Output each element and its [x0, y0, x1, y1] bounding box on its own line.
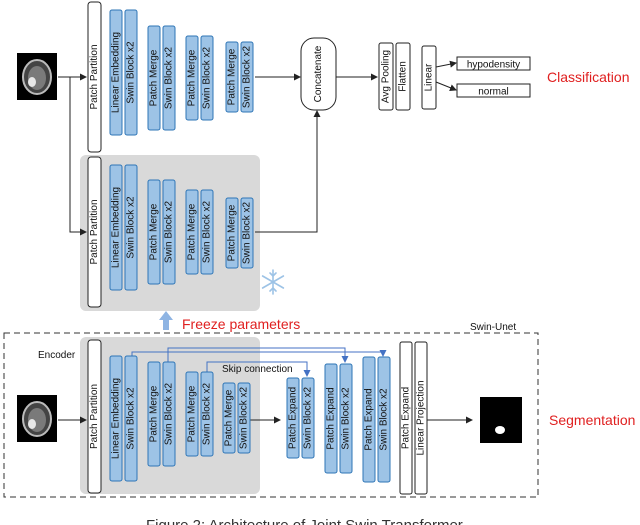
swin-block-top-3-label: Swin Block x2 — [202, 46, 213, 109]
swin-block-top-2-label: Swin Block x2 — [164, 46, 175, 109]
freeze-arrow-icon — [159, 311, 173, 330]
patch-partition-top — [87, 1, 102, 153]
patch-partition-top-label: Patch Partition — [89, 44, 100, 109]
patch-merge-bottom-2-label: Patch Merge — [187, 385, 198, 442]
input-ct-image-top — [17, 53, 57, 100]
swin-block-middle-1 — [124, 164, 138, 291]
patch-merge-bottom-3-label: Patch Merge — [224, 389, 235, 446]
swin-block-bottom-3 — [200, 371, 214, 457]
patch-expand-decoder-3 — [362, 356, 376, 483]
figure-caption: Figure 2: Architecture of Joint Swin Tra… — [146, 517, 463, 525]
swin-unet-label: Swin-Unet — [470, 322, 516, 333]
swin-block-bottom-3-label: Swin Block x2 — [202, 382, 213, 445]
linear-embedding-top — [109, 9, 123, 136]
linear-label: Linear — [424, 63, 435, 91]
swin-unet-dashed-frame — [3, 332, 539, 498]
swin-block-bottom-1 — [124, 355, 138, 482]
swin-block-bottom-2-label: Swin Block x2 — [164, 382, 175, 445]
linear-block — [421, 45, 437, 110]
patch-expand-decoder-2 — [324, 363, 338, 474]
patch-partition-bottom-label: Patch Partition — [89, 384, 100, 449]
patch-merge-top-1-label: Patch Merge — [149, 49, 160, 106]
flatten-label: Flatten — [398, 61, 409, 92]
swin-block-top-1-label: Swin Block x2 — [126, 41, 137, 104]
freeze-parameters-label: Freeze parameters — [182, 316, 300, 332]
hypodensity-output-label: hypodensity — [467, 60, 520, 71]
patch-merge-top-2 — [185, 35, 199, 121]
linear-embedding-bottom-label: Linear Embedding — [111, 378, 122, 459]
patch-expand-final-label: Patch Expand — [401, 387, 412, 449]
swin-block-bottom-4 — [237, 382, 251, 454]
swin-block-top-2 — [162, 25, 176, 131]
swin-block-middle-4-label: Swin Block x2 — [242, 201, 253, 264]
normal-output-box — [456, 83, 531, 98]
patch-expand-decoder-2-label: Patch Expand — [326, 387, 337, 449]
patch-merge-top-1 — [147, 25, 161, 131]
linear-embedding-top-label: Linear Embedding — [111, 32, 122, 113]
patch-partition-bottom — [87, 339, 102, 494]
patch-merge-middle-2 — [185, 189, 199, 275]
patch-merge-middle-1 — [147, 179, 161, 285]
swin-block-middle-1-label: Swin Block x2 — [126, 196, 137, 259]
swin-block-decoder-2 — [339, 363, 353, 474]
patch-merge-top-2-label: Patch Merge — [187, 49, 198, 106]
patch-merge-bottom-2 — [185, 371, 199, 457]
encoder-label: Encoder — [38, 350, 76, 361]
swin-block-top-4-label: Swin Block x2 — [242, 45, 253, 108]
linear-projection-label: Linear Projection — [416, 380, 427, 455]
patch-expand-decoder-1-label: Patch Expand — [288, 387, 299, 449]
avg-pooling-block — [378, 42, 394, 111]
swin-block-middle-3-label: Swin Block x2 — [202, 200, 213, 263]
swin-block-decoder-1-label: Swin Block x2 — [303, 386, 314, 449]
snowflake-icon — [261, 269, 285, 295]
swin-block-top-3 — [200, 35, 214, 121]
linear-embedding-middle-label: Linear Embedding — [111, 187, 122, 268]
swin-block-middle-3 — [200, 189, 214, 275]
swin-block-bottom-4-label: Swin Block x2 — [239, 386, 250, 449]
swin-block-bottom-1-label: Swin Block x2 — [126, 387, 137, 450]
flatten-block — [395, 42, 411, 111]
swin-block-middle-4 — [240, 197, 254, 269]
swin-block-decoder-3-label: Swin Block x2 — [379, 388, 390, 451]
patch-expand-decoder-3-label: Patch Expand — [364, 388, 375, 450]
linear-embedding-middle — [109, 164, 123, 291]
patch-merge-top-3-label: Patch Merge — [227, 48, 238, 105]
patch-merge-middle-3-label: Patch Merge — [227, 204, 238, 261]
segmentation-label: Segmentation — [549, 412, 635, 428]
patch-merge-middle-2-label: Patch Merge — [187, 203, 198, 260]
swin-block-decoder-1 — [301, 377, 315, 459]
patch-merge-bottom-1 — [147, 361, 161, 467]
skip-connections — [131, 347, 387, 377]
connection-lines — [58, 60, 473, 424]
patch-partition-middle — [87, 156, 102, 308]
swin-block-middle-2-label: Swin Block x2 — [164, 200, 175, 263]
segmentation-mask-output — [480, 397, 522, 443]
swin-block-decoder-3 — [377, 356, 391, 483]
concatenate-label: Concatenate — [313, 45, 324, 102]
swin-block-decoder-2-label: Swin Block x2 — [341, 387, 352, 450]
swin-block-bottom-2 — [162, 361, 176, 467]
patch-expand-final — [399, 341, 413, 495]
patch-merge-middle-3 — [225, 197, 239, 269]
swin-block-middle-2 — [162, 179, 176, 285]
patch-merge-bottom-3 — [222, 382, 236, 454]
patch-merge-bottom-1-label: Patch Merge — [149, 385, 160, 442]
patch-partition-middle-label: Patch Partition — [89, 199, 100, 264]
input-ct-image-bottom — [17, 395, 57, 442]
swin-block-top-1 — [124, 9, 138, 136]
normal-output-label: normal — [478, 87, 509, 98]
linear-embedding-bottom — [109, 355, 123, 482]
patch-merge-top-3 — [225, 41, 239, 113]
patch-merge-middle-1-label: Patch Merge — [149, 203, 160, 260]
swin-block-top-4 — [240, 41, 254, 113]
linear-projection-block — [414, 341, 428, 495]
skip-connection-label: Skip connection — [222, 364, 293, 375]
avg-pooling-label: Avg Pooling — [381, 50, 392, 103]
classification-label: Classification — [547, 69, 629, 85]
patch-expand-decoder-1 — [286, 377, 300, 459]
concatenate-block — [300, 37, 337, 111]
hypodensity-output-box — [456, 56, 531, 71]
